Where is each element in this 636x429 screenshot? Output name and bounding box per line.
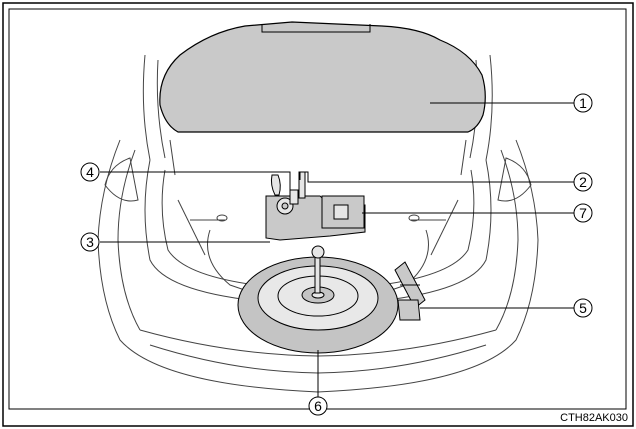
- figure-code: CTH82AK030: [560, 412, 628, 424]
- deck-board-notch: [261, 24, 371, 33]
- callout-2-label: 2: [579, 174, 587, 190]
- leader-lines: [100, 102, 574, 397]
- callout-6-label: 6: [314, 398, 322, 414]
- callout-5: 5: [573, 298, 593, 318]
- jack: [394, 261, 426, 321]
- callout-3-label: 3: [86, 234, 94, 250]
- callout-1: 1: [573, 93, 593, 113]
- tool-tray: [265, 171, 366, 241]
- callout-3: 3: [80, 232, 100, 252]
- callout-7-label: 7: [579, 205, 587, 221]
- callout-6: 6: [308, 396, 328, 416]
- callout-5-label: 5: [579, 300, 587, 316]
- callout-7: 7: [573, 203, 593, 223]
- tire-hold-down-bolt: [311, 245, 325, 294]
- callout-1-label: 1: [579, 95, 587, 111]
- deck-board: [159, 21, 486, 133]
- callout-4: 4: [80, 162, 100, 182]
- callout-4-label: 4: [86, 164, 94, 180]
- callout-2: 2: [573, 172, 593, 192]
